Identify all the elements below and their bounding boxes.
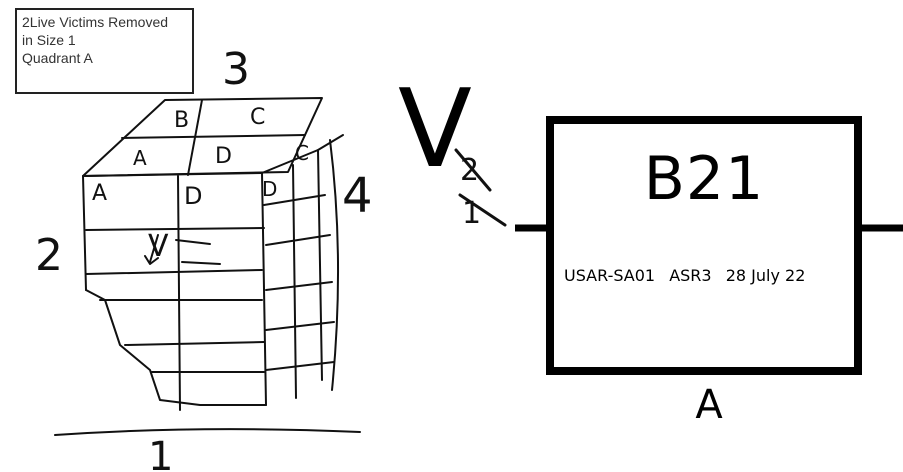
side-label-3: 3: [222, 44, 250, 95]
note-line-1: 2Live Victims Removed: [22, 14, 169, 30]
search-marker-box: B21 USAR-SA01 ASR3 28 July 22: [546, 116, 862, 375]
front-quadrant-a: A: [92, 181, 107, 206]
victim-count-remaining: 1: [462, 196, 481, 231]
front-quadrant-d: D: [184, 182, 202, 210]
victim-mark: V: [148, 229, 169, 264]
side-label-2: 2: [35, 230, 63, 281]
top-quadrant-b: B: [174, 108, 189, 133]
right-quadrant-d: D: [262, 177, 277, 201]
victim-indicator-letter: V: [398, 67, 472, 192]
side-label-4: 4: [342, 168, 373, 224]
sketch-labels: 1 2 3 4 A B C A D C A D D V: [35, 44, 373, 472]
victim-count-strikes: [454, 148, 507, 227]
marker-asr: ASR3: [669, 266, 712, 285]
note-line-2: in Size 1: [22, 32, 76, 48]
top-quadrant-a: A: [133, 146, 147, 170]
marker-date: 28 July 22: [725, 266, 806, 285]
right-quadrant-c: C: [295, 141, 309, 165]
side-label-1: 1: [148, 434, 173, 472]
victim-count-initial: 2: [460, 153, 479, 188]
marker-code: B21: [643, 144, 765, 214]
top-quadrant-d: D: [215, 144, 232, 169]
marker-quadrant-label: A: [695, 382, 723, 428]
top-quadrant-c: C: [250, 105, 265, 130]
note-line-3: Quadrant A: [22, 50, 93, 66]
building-sketch: [54, 97, 361, 436]
marker-info: USAR-SA01 ASR3 28 July 22: [564, 266, 814, 286]
marker-team: USAR-SA01: [564, 266, 656, 285]
note-box: 2Live Victims Removed in Size 1 Quadrant…: [15, 8, 194, 94]
